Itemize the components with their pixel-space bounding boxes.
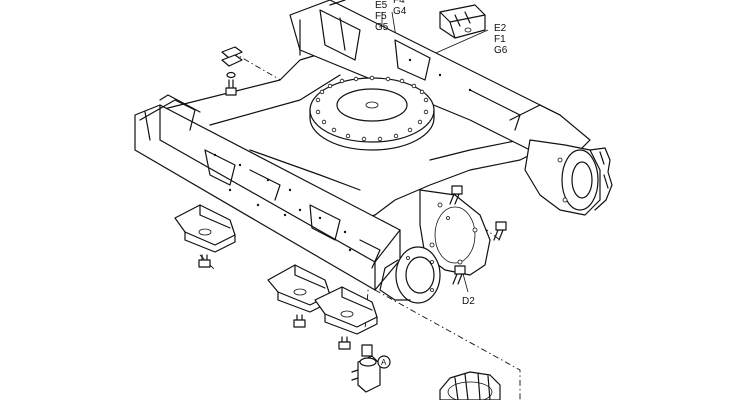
roller-bracket-3 [314,286,378,350]
bolt-cover-right [493,221,507,241]
circle-marker-label: A [381,358,387,367]
callout-d2: D2 [462,296,475,307]
track-guard-block [439,4,486,39]
travel-motor-mount [379,246,441,304]
swing-bearing [309,75,435,151]
callout-e2: E2 [494,23,507,34]
callout-e5: E5 [375,0,388,11]
bearing-bolt-holes [315,75,429,142]
idler-wheel [524,139,613,216]
callout-f5: F5 [375,11,387,22]
roller-bracket-2 [267,264,331,328]
bolt-cover-upper [449,185,463,205]
left-side-frame [134,94,401,291]
callout-g5: G5 [375,22,389,33]
cover-bolts: D2 [449,185,507,307]
shim-washer-bolt-top [221,46,243,96]
callout-g6: G6 [494,45,508,56]
travel-motor [439,371,501,400]
bolt-d2 [452,265,466,285]
circle-marker-a [377,355,391,369]
roller-bracket-1 [174,204,236,268]
callout-f4: F4 [393,0,405,6]
right-callout-group: E2 F1 G6 [494,23,508,56]
top-callout-group: E5 F5 G5 F4 G4 [375,0,407,33]
motor-cover [419,189,491,276]
callout-f1: F1 [494,34,506,45]
grease-cylinder: A [351,344,391,393]
callout-g4: G4 [393,6,407,17]
